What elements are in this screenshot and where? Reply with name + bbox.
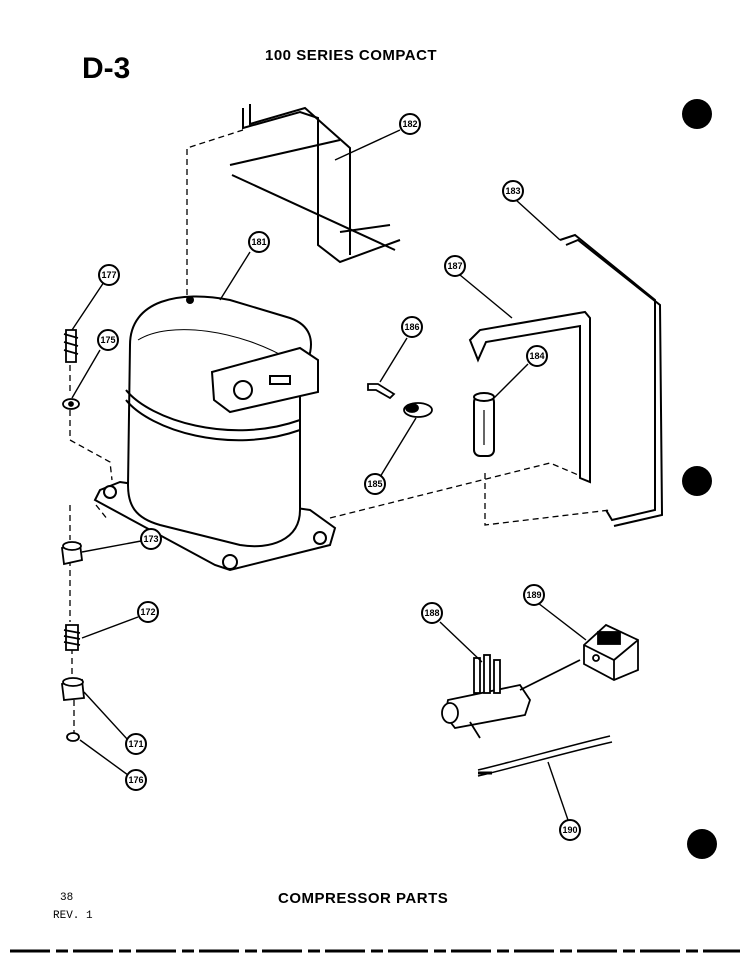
svg-text:173: 173 xyxy=(143,534,158,544)
callout-186: 186 xyxy=(401,316,423,338)
wire-183 xyxy=(559,233,664,527)
svg-text:183: 183 xyxy=(505,186,520,196)
revision-label: REV. 1 xyxy=(53,910,93,922)
mounting-bracket-182 xyxy=(229,104,401,264)
dashed-guide-to-relay-bracket xyxy=(329,462,591,519)
callout-187: 187 xyxy=(444,255,466,277)
compressor-stub xyxy=(186,296,194,304)
svg-text:182: 182 xyxy=(402,119,417,129)
svg-text:189: 189 xyxy=(526,590,541,600)
svg-text:186: 186 xyxy=(404,322,419,332)
svg-text:190: 190 xyxy=(562,825,577,835)
nut-176 xyxy=(66,732,80,742)
svg-text:177: 177 xyxy=(101,270,116,280)
terminal-block xyxy=(233,380,253,400)
callout-172: 172 xyxy=(137,601,159,623)
dashed-guide-grommet-top xyxy=(69,410,113,481)
svg-text:171: 171 xyxy=(128,739,143,749)
dashed-guide-to-bracket xyxy=(186,129,244,295)
relay-bracket-187 xyxy=(468,310,591,484)
svg-text:184: 184 xyxy=(529,351,544,361)
svg-text:185: 185 xyxy=(367,479,382,489)
callout-182: 182 xyxy=(399,113,421,135)
callout-181: 181 xyxy=(248,231,270,253)
capacitor-184 xyxy=(473,392,495,457)
base-hole-left xyxy=(103,485,117,499)
screw-186 xyxy=(367,383,396,400)
svg-text:176: 176 xyxy=(128,775,143,785)
callout-184: 184 xyxy=(526,345,548,367)
page-number: 38 xyxy=(60,892,74,904)
callout-177: 177 xyxy=(98,264,120,286)
compressor-weld-seam xyxy=(125,389,301,432)
series-title: 100 SERIES COMPACT xyxy=(265,47,438,64)
callout-185: 185 xyxy=(364,473,386,495)
svg-text:172: 172 xyxy=(140,607,155,617)
dashed-guide-mount-stack xyxy=(69,505,75,735)
leader-184 xyxy=(493,363,529,399)
callout-176: 176 xyxy=(125,769,147,791)
callout-189: 189 xyxy=(523,584,545,606)
leader-177 xyxy=(71,281,105,331)
leader-190 xyxy=(547,761,569,821)
relay-188 xyxy=(441,654,581,739)
leader-182 xyxy=(334,129,401,161)
base-hole-front xyxy=(222,554,238,570)
connector-189 xyxy=(583,623,639,681)
leader-173 xyxy=(81,540,142,553)
callout-173: 173 xyxy=(140,528,162,550)
section-title: COMPRESSOR PARTS xyxy=(278,890,449,907)
leader-176 xyxy=(79,739,129,776)
svg-text:181: 181 xyxy=(251,237,266,247)
binder-hole-bottom xyxy=(687,829,717,859)
svg-text:188: 188 xyxy=(424,608,439,618)
leader-175 xyxy=(71,349,101,399)
wire-harness-190 xyxy=(477,735,613,777)
svg-text:187: 187 xyxy=(447,261,462,271)
svg-text:175: 175 xyxy=(100,335,115,345)
leader-172 xyxy=(81,616,139,639)
leader-185 xyxy=(379,417,417,478)
terminal-clip xyxy=(269,375,291,385)
leader-186 xyxy=(379,337,408,383)
base-hole-right xyxy=(313,531,327,545)
dashed-guide-capacitor xyxy=(484,473,611,526)
leader-187 xyxy=(459,274,513,319)
leader-189 xyxy=(537,602,587,641)
leader-181 xyxy=(219,251,251,301)
binder-hole-middle xyxy=(682,466,712,496)
callout-190: 190 xyxy=(559,819,581,841)
compressor xyxy=(93,295,337,572)
leader-183 xyxy=(515,199,561,241)
leader-188 xyxy=(439,621,483,663)
binder-hole-top xyxy=(682,99,712,129)
leader-171 xyxy=(83,691,129,741)
diagram-code: D-3 xyxy=(82,52,131,85)
callout-183: 183 xyxy=(502,180,524,202)
callout-171: 171 xyxy=(125,733,147,755)
callout-175: 175 xyxy=(97,329,119,351)
callout-188: 188 xyxy=(421,602,443,624)
